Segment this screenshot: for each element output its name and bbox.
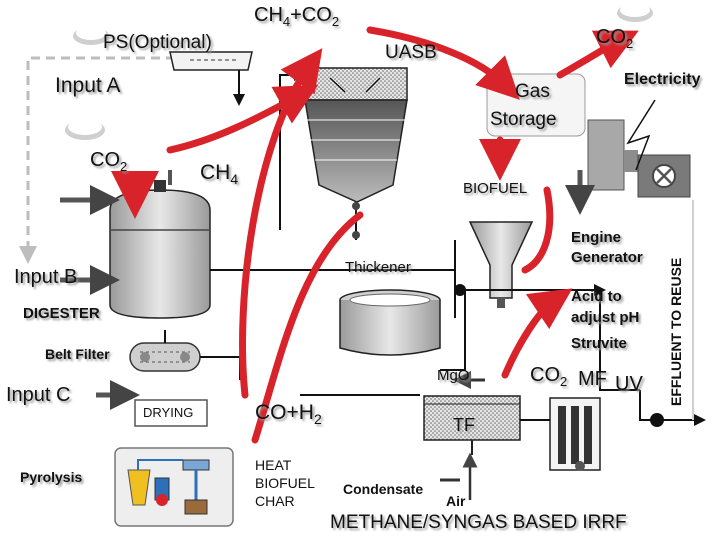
- belt-filter-shape: [129, 342, 201, 372]
- label-drying: DRYING: [143, 405, 194, 420]
- label-thickener: Thickener: [345, 259, 411, 276]
- label-coh2: CO+H2: [255, 402, 322, 426]
- label-engine-1: Engine: [571, 229, 622, 246]
- label-co2-mf-sub: 2: [560, 374, 568, 389]
- label-struvite: Struvite: [571, 335, 627, 352]
- label-pyrolysis: Pyrolysis: [20, 469, 83, 485]
- label-mf: MF: [578, 368, 607, 390]
- label-tf: TF: [453, 415, 475, 435]
- label-input-b: Input B: [14, 266, 78, 288]
- process-node-uasb-bottom: [352, 231, 360, 239]
- label-co2-top: CO2: [596, 27, 633, 50]
- ps-basin-shape: [169, 51, 253, 71]
- process-node-thickener: [454, 284, 466, 296]
- label-co2-left-sub: 2: [120, 159, 128, 174]
- label-ch4: CH4: [200, 162, 238, 186]
- engine-generator-shape: [587, 119, 691, 198]
- thickener-tank-shape: [339, 289, 441, 356]
- label-co2-top-main: CO: [596, 26, 626, 48]
- label-coh2-sub: 2: [313, 411, 322, 428]
- label-ps-optional: PS(Optional): [103, 32, 212, 53]
- label-ch4-main: CH: [200, 161, 231, 184]
- label-char: CHAR: [255, 493, 295, 509]
- uasb-reactor-shape: [304, 67, 408, 215]
- cloud-icon-left: [65, 119, 105, 140]
- cloud-icon-top-left: [73, 26, 109, 45]
- generator-symbol-icon: [652, 164, 676, 188]
- label-co2-top-sub: 2: [626, 36, 634, 51]
- label-biofuel-lower: BIOFUEL: [255, 475, 315, 491]
- label-heat: HEAT: [255, 457, 292, 473]
- label-coh2-main: CO+H: [255, 401, 314, 424]
- label-belt-filter: Belt Filter: [45, 346, 110, 362]
- pyrolysis-unit-shape: [114, 447, 234, 527]
- label-biofuel: BIOFUEL: [463, 180, 528, 197]
- trickling-filter-shape: [423, 395, 521, 455]
- label-effluent: EFFLUENT TO REUSE: [668, 257, 684, 406]
- red-flow-arrows: [166, 26, 639, 444]
- label-co2-left: CO2: [90, 150, 127, 173]
- cloud-icon-top-right: [617, 3, 653, 22]
- label-ch4-sub: 4: [230, 171, 239, 188]
- electricity-bolt-icon: [626, 99, 656, 171]
- drying-unit-shape: [134, 399, 208, 427]
- label-condensate: Condensate: [343, 481, 424, 497]
- label-input-a: Input A: [55, 74, 121, 97]
- label-mgo: MgO: [437, 367, 470, 384]
- label-gas-storage-1: Gas: [515, 81, 550, 102]
- bottom-title: METHANE/SYNGAS BASED IRRF: [330, 512, 627, 533]
- digester-tank-shape: [109, 180, 211, 319]
- label-ch4-co2-sub2: 2: [331, 14, 340, 29]
- label-engine-2: Generator: [571, 249, 643, 266]
- label-digester: DIGESTER: [23, 305, 100, 322]
- label-ch4-co2-top: CH4+CO2: [254, 5, 339, 28]
- gray-flow-arrows: [60, 170, 595, 410]
- label-uv: UV: [615, 373, 643, 395]
- label-uasb: UASB: [385, 42, 437, 63]
- label-ch4-co2-ch: CH: [254, 4, 283, 26]
- label-ch4-co2-sub4: 4: [282, 14, 291, 29]
- label-ch4-co2-plus: +CO: [290, 4, 332, 26]
- label-acid-1: Acid to: [571, 288, 622, 305]
- label-input-c: Input C: [6, 384, 71, 406]
- label-co2-left-main: CO: [90, 149, 120, 171]
- dashed-recycle-line: [19, 56, 250, 264]
- label-co2-mf: CO2: [530, 365, 567, 388]
- label-air: Air: [446, 493, 466, 509]
- label-gas-storage-2: Storage: [490, 109, 557, 130]
- mf-unit-shape: [549, 397, 601, 471]
- label-electricity: Electricity: [624, 71, 701, 88]
- label-acid-2: adjust pH: [571, 309, 640, 326]
- label-co2-mf-main: CO: [530, 364, 560, 386]
- struvite-reactor-shape: [468, 221, 534, 308]
